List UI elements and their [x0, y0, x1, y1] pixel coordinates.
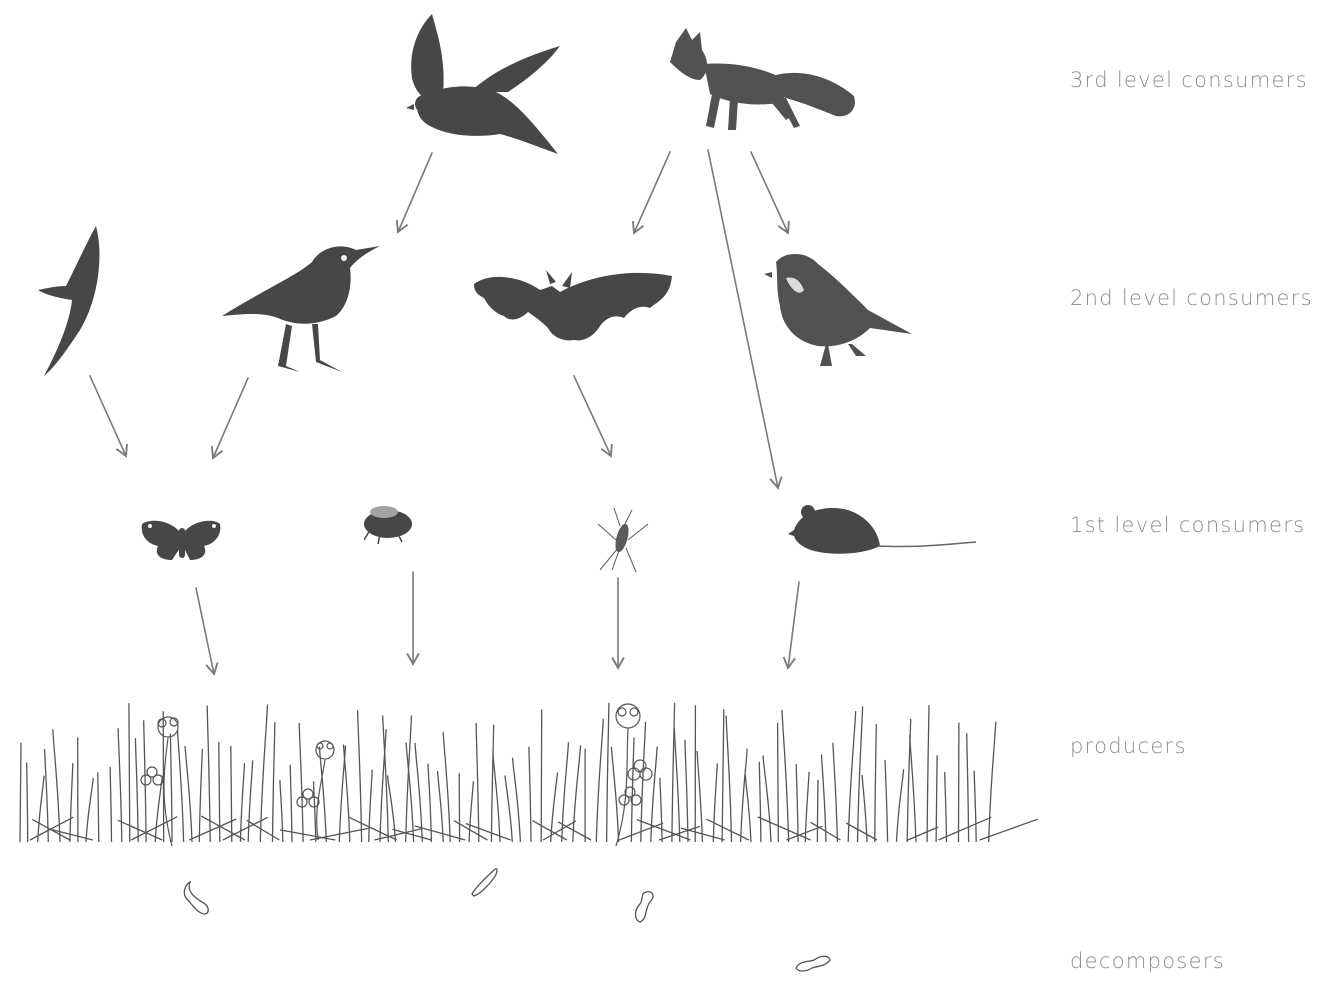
arrow-fox-to-mouse — [708, 150, 778, 488]
arrow-starling-to-butterfly — [213, 378, 248, 458]
mosquito-icon — [598, 508, 648, 572]
arrow-hawk-to-starling — [398, 153, 432, 232]
grass-icon — [20, 703, 1038, 842]
arrow-fox-to-bat — [634, 152, 670, 233]
butterfly-icon — [142, 521, 221, 560]
arrow-fox-to-sparrow — [751, 152, 788, 233]
starling-icon — [222, 246, 380, 372]
fox-icon — [670, 28, 855, 130]
bat-icon — [474, 270, 672, 340]
mouse-icon — [788, 505, 976, 554]
label-producers: producers — [1070, 734, 1187, 758]
arrow-mouse-to-producers — [788, 582, 799, 668]
label-decomposers: decomposers — [1070, 949, 1225, 973]
sparrow-icon — [764, 254, 912, 366]
label-third-level-consumers: 3rd level consumers — [1070, 68, 1308, 92]
label-second-level-consumers: 2nd level consumers — [1070, 286, 1313, 310]
bee-icon — [364, 506, 412, 544]
arrow-swift-to-butterfly — [90, 376, 126, 456]
label-first-level-consumers: 1st level consumers — [1070, 513, 1305, 537]
hawk-icon — [406, 14, 560, 154]
worm-icon — [184, 869, 830, 971]
arrow-butterfly-to-producers — [196, 588, 214, 674]
swift-icon — [38, 226, 99, 376]
arrow-bat-to-mosquito — [574, 376, 611, 456]
